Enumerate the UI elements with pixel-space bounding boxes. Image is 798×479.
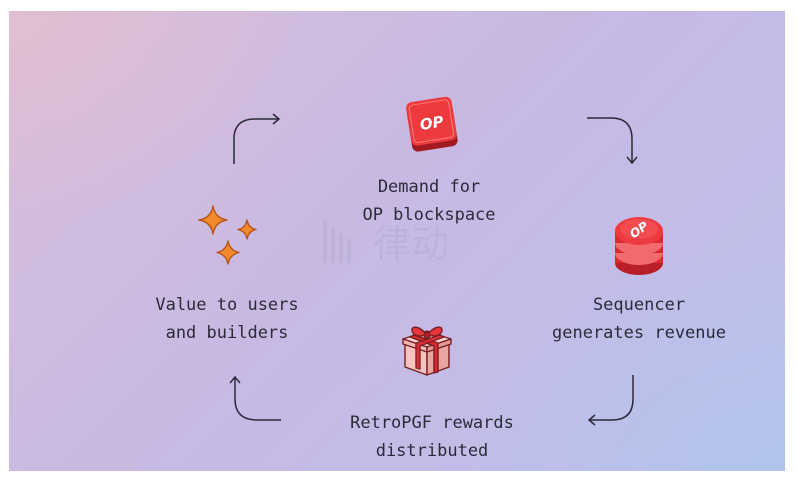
node-label-sequencer-line1: Sequencer: [592, 295, 686, 315]
node-label-value: Value to users and builders: [137, 291, 317, 347]
watermark-logo: 律动: [323, 221, 449, 266]
cycle-diagram: 律动 OP OP: [9, 11, 785, 471]
node-label-value-line1: Value to users: [155, 295, 299, 315]
op-token-icon: OP: [406, 96, 458, 152]
gift-icon: [402, 326, 452, 376]
arrow-sequencer-to-retro: [587, 375, 634, 426]
op-token-text: OP: [419, 112, 445, 133]
node-label-sequencer: Sequencer generates revenue: [529, 291, 749, 347]
node-label-sequencer-line2: generates revenue: [552, 323, 726, 343]
node-label-value-line2: and builders: [165, 323, 289, 343]
arrow-value-to-demand: [233, 113, 281, 164]
node-label-retro-line1: RetroPGF rewards: [350, 413, 514, 433]
arrow-retro-to-value: [229, 375, 281, 421]
node-label-retro: RetroPGF rewards distributed: [327, 409, 537, 465]
coin-stack-icon: OP: [615, 217, 663, 275]
node-label-retro-line2: distributed: [375, 441, 489, 461]
arrow-demand-to-sequencer: [587, 117, 638, 165]
node-label-demand-line1: Demand for: [377, 177, 481, 197]
watermark-text: 律动: [373, 222, 449, 266]
sparkles-icon: [198, 205, 257, 265]
node-label-demand: Demand for OP blockspace: [329, 173, 529, 229]
node-label-demand-line2: OP blockspace: [362, 205, 496, 225]
